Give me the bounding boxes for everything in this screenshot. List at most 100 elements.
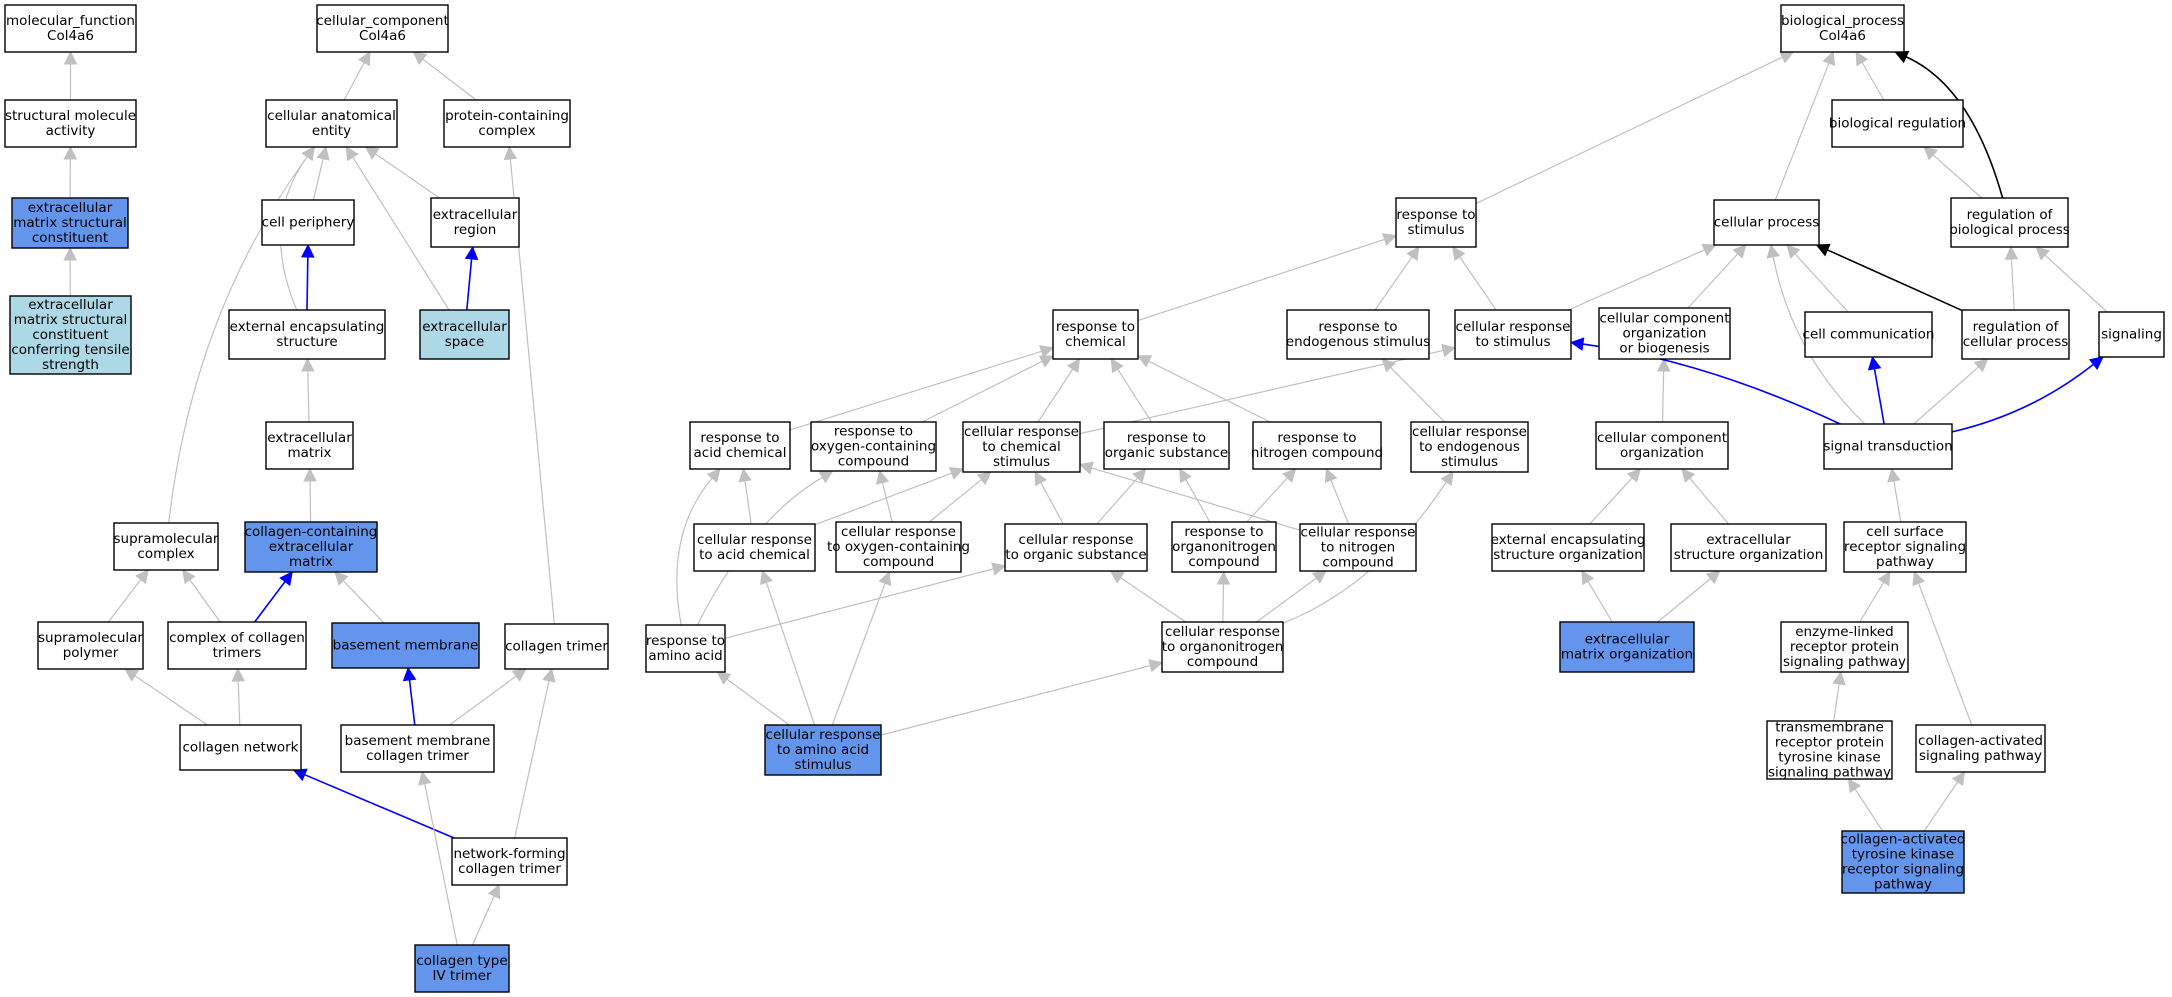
node-box: [419, 309, 510, 360]
edge-rtes-to-rts: [1374, 256, 1413, 311]
node-box: [1843, 521, 1967, 573]
arrowhead-ct4-to-nfct: [487, 883, 501, 900]
node-label-line: cellular process: [1714, 215, 1820, 231]
go-term-node-bm[interactable]: basement membrane: [331, 622, 480, 669]
node-label-line: extracellular: [1585, 632, 1670, 648]
edges-layer: [63, 50, 2108, 946]
node-label-line: compound: [1188, 554, 1259, 570]
node-box: [1595, 421, 1729, 470]
node-label-line: response to: [1277, 430, 1356, 446]
arrowhead-bmct-to-ct: [511, 668, 527, 682]
node-label-line: regulation of: [1973, 319, 2060, 335]
node-label-line: cellular response: [841, 524, 956, 540]
node-box: [1171, 521, 1277, 573]
node-box: [1780, 621, 1909, 673]
node-box: [1004, 523, 1148, 572]
arrowhead-pcc-to-cc: [412, 51, 428, 65]
node-box: [1915, 724, 2046, 773]
edge-rtaa-to-rtac: [676, 477, 713, 626]
node-box: [451, 837, 568, 886]
arrowhead-catk-to-trptk: [1847, 778, 1862, 794]
node-label-line: response to: [1127, 430, 1206, 446]
node-label-line: constituent: [32, 230, 108, 246]
edge-casp-to-csrsp: [1918, 583, 1973, 726]
go-term-node-ccom[interactable]: cell communication: [1803, 311, 1935, 358]
node-box: [167, 621, 307, 670]
go-term-node-ct[interactable]: collagen trimer: [504, 623, 609, 670]
edge-crton-to-crtnc: [1256, 577, 1317, 623]
arrowhead-rtaa-to-rtocc: [818, 470, 834, 484]
go-term-node-cp[interactable]: cell periphery: [261, 199, 355, 246]
node-box: [331, 622, 480, 669]
node-label-line: extracellular: [422, 319, 507, 335]
arrowhead-rtocc-to-rtc: [1038, 355, 1054, 368]
go-term-node-cn[interactable]: collagen network: [179, 724, 302, 771]
node-box: [1713, 199, 1820, 246]
go-term-node-st[interactable]: signal transduction: [1823, 423, 1953, 470]
go-term-node-breg[interactable]: biological regulation: [1829, 99, 1966, 148]
edge-crts-to-cpr: [1568, 249, 1705, 311]
edge-st-to-sig: [1951, 363, 2094, 433]
go-term-node-cpr[interactable]: cellular process: [1713, 199, 1820, 246]
node-label-line: receptor protein: [1790, 639, 1899, 655]
arrowhead-cp-to-cae: [316, 145, 330, 161]
arrowhead-rcp-to-rbp: [2004, 245, 2019, 260]
go-term-node-sig[interactable]: signaling: [2098, 311, 2165, 358]
node-box: [265, 99, 398, 148]
node-label-line: to oxygen-containing: [827, 539, 970, 555]
node-label-line: entity: [312, 123, 351, 139]
edge-crtcs-to-crts: [1079, 349, 1444, 435]
node-label-line: basement membrane: [345, 733, 491, 749]
edge-em-to-ees: [307, 370, 310, 423]
